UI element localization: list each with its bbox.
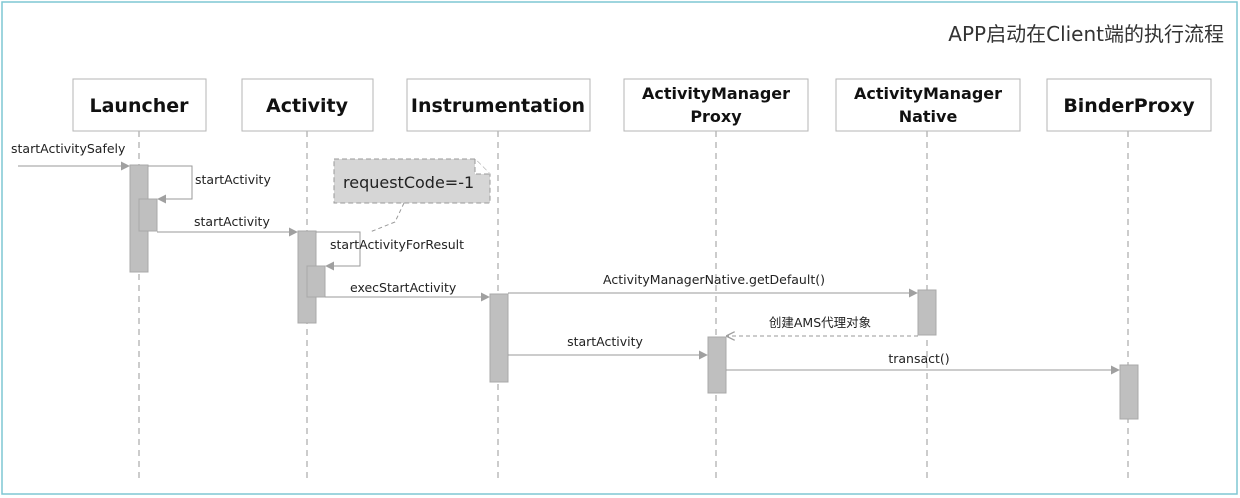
message-get-default: ActivityManagerNative.getDefault(): [508, 272, 918, 298]
participant-instrumentation: Instrumentation: [406, 78, 591, 132]
participant-amp-label-line1: ActivityManager: [642, 84, 790, 103]
activation-binderproxy: [1119, 364, 1139, 420]
message-transact: transact(): [726, 351, 1120, 375]
message-label: ActivityManagerNative.getDefault(): [603, 272, 825, 287]
message-label: startActivity: [567, 334, 643, 349]
message-label: execStartActivity: [350, 280, 457, 295]
participant-instrumentation-label: Instrumentation: [411, 95, 585, 117]
message-label: startActivityForResult: [330, 237, 464, 252]
message-label: 创建AMS代理对象: [769, 315, 871, 330]
activation-launcher-nested: [138, 198, 158, 232]
message-launcher-to-activity-start-activity: startActivity: [157, 214, 298, 237]
participant-launcher: Launcher: [72, 78, 207, 132]
participant-launcher-label: Launcher: [89, 95, 189, 117]
participant-activity: Activity: [241, 78, 374, 132]
message-label: startActivity: [195, 172, 271, 187]
message-label: startActivitySafely: [11, 141, 126, 156]
message-exec-start-activity: execStartActivity: [325, 280, 490, 302]
message-start-activity-safely: startActivitySafely: [11, 141, 130, 171]
participant-amn: ActivityManager Native: [835, 78, 1021, 132]
message-instrumentation-to-amp-start-activity: startActivity: [508, 334, 708, 360]
participant-amn-label-line1: ActivityManager: [854, 84, 1002, 103]
diagram-title: APP启动在Client端的执行流程: [948, 22, 1224, 46]
message-label: startActivity: [194, 214, 270, 229]
message-label: transact(): [888, 351, 949, 366]
activation-activity-nested: [306, 265, 326, 298]
participant-activity-label: Activity: [266, 95, 349, 117]
note-request-code: requestCode=-1: [333, 158, 491, 233]
message-activity-self-start-activity-for-result: startActivityForResult: [316, 231, 464, 271]
activation-amn: [917, 289, 937, 336]
note-text: requestCode=-1: [343, 173, 474, 192]
participant-amn-label-line2: Native: [899, 107, 958, 126]
participant-binderproxy: BinderProxy: [1046, 78, 1212, 132]
message-launcher-self-start-activity: startActivity: [148, 165, 271, 204]
activation-instrumentation: [489, 293, 509, 383]
participant-amp: ActivityManager Proxy: [623, 78, 809, 132]
participant-amp-label-line2: Proxy: [690, 107, 742, 126]
participant-binderproxy-label: BinderProxy: [1063, 95, 1195, 117]
activation-amp: [707, 336, 727, 394]
message-create-ams-proxy-return: 创建AMS代理对象: [727, 315, 918, 336]
